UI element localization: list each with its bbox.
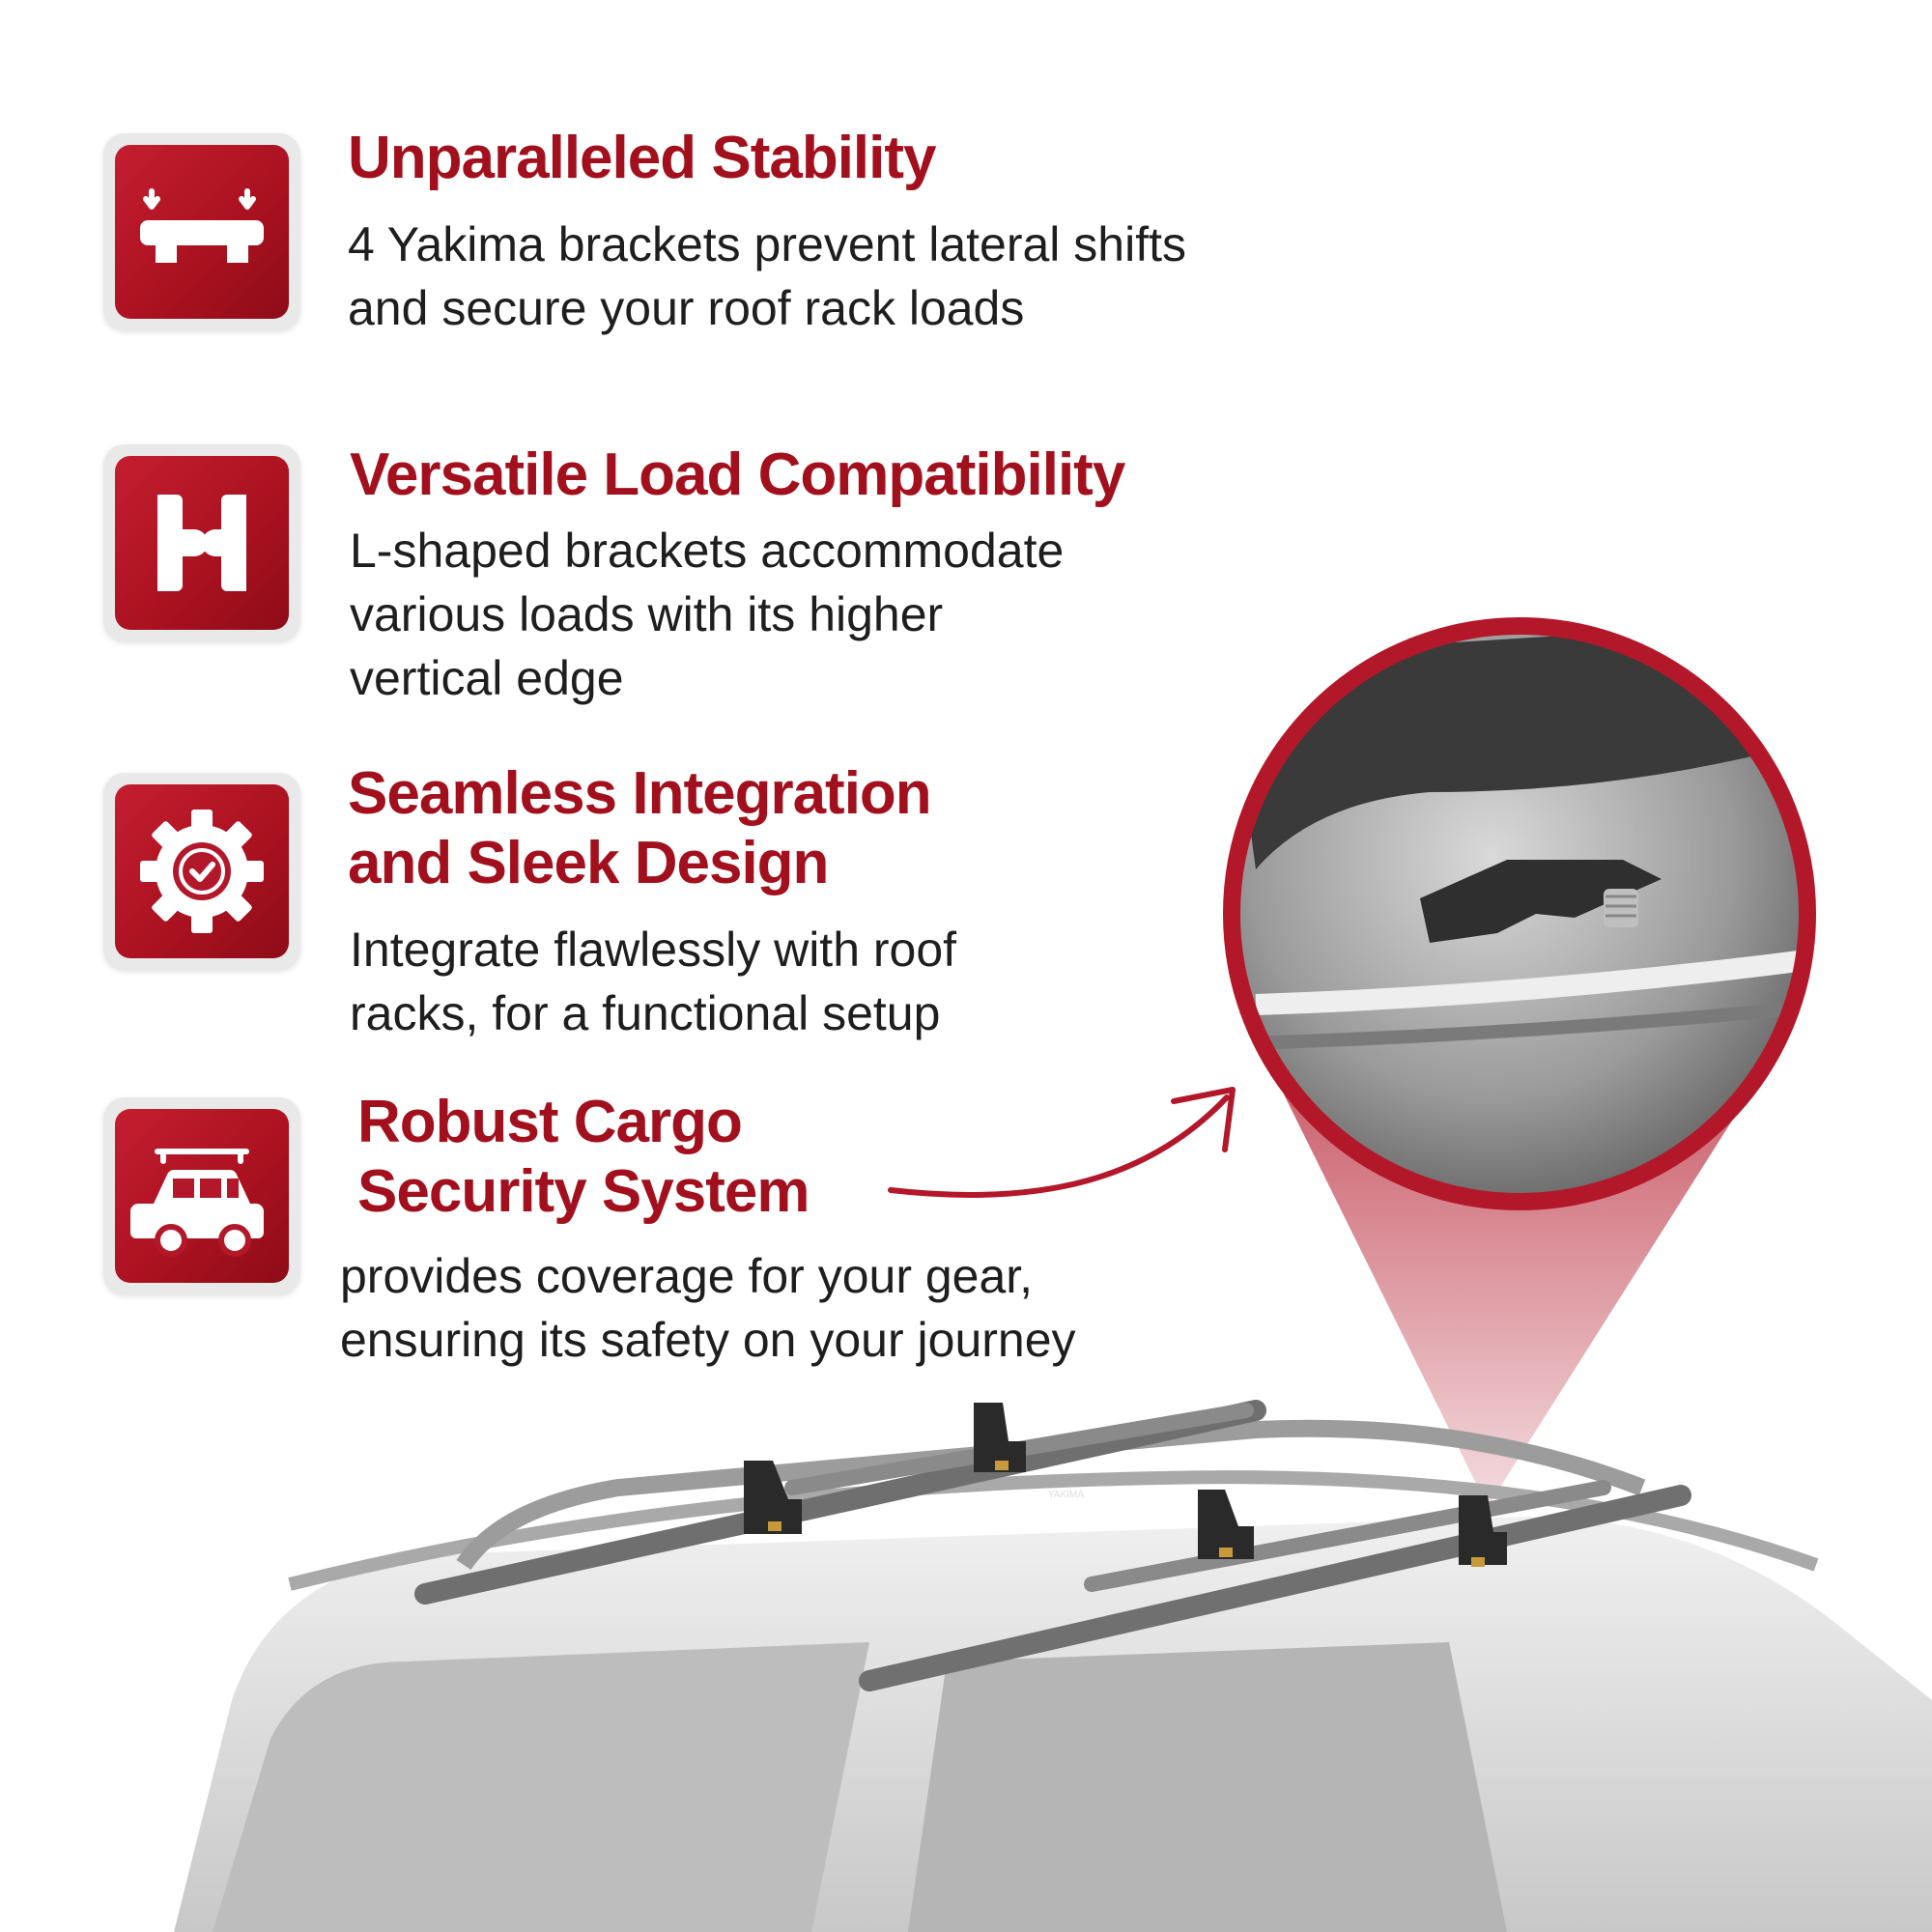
feature-icon-integration: [103, 773, 300, 970]
feature-description-line: and secure your roof rack loads: [348, 281, 1025, 335]
car-roof-image: [174, 1400, 1932, 1932]
feature-icon-security: [103, 1097, 300, 1294]
feature-description-line: vertical edge: [350, 651, 624, 705]
gear-check-icon: [140, 810, 264, 933]
feature-description-line: 4 Yakima brackets prevent lateral shifts: [348, 217, 1186, 271]
feature-description-line: ensuring its safety on your journey: [340, 1313, 1076, 1367]
feature-title-line: Unparalleled Stability: [348, 125, 937, 191]
feature-description: Integrate flawlessly with roof racks, fo…: [350, 918, 956, 1045]
feature-title: Seamless Integration and Sleek Design: [348, 759, 932, 898]
feature-title-line: Robust Cargo: [357, 1089, 743, 1155]
feature-description-line: L-shaped brackets accommodate: [350, 524, 1065, 578]
feature-title: Versatile Load Compatibility: [350, 440, 1125, 510]
l-bracket-icon: [157, 495, 246, 591]
feature-description: 4 Yakima brackets prevent lateral shifts…: [348, 213, 1186, 340]
feature-icon-stability: [103, 133, 300, 330]
zoom-detail-circle: [1223, 617, 1816, 1210]
feature-description-line: various loads with its higher: [350, 587, 944, 641]
feature-title-line: Versatile Load Compatibility: [350, 441, 1125, 508]
arrow-head-icon: [1171, 1087, 1236, 1152]
feature-description-line: provides coverage for your gear,: [340, 1249, 1034, 1303]
feature-description: L-shaped brackets accommodate various lo…: [350, 519, 1064, 710]
feature-title-line: and Sleek Design: [348, 830, 829, 896]
rack-brand-label: YAKIMA: [1048, 1490, 1084, 1500]
feature-title: Robust Cargo Security System: [357, 1088, 810, 1227]
feature-icon-compatibility: [103, 444, 300, 641]
pointer-arrow: [888, 1094, 1230, 1198]
feature-title-line: Security System: [357, 1158, 810, 1225]
feature-title-line: Seamless Integration: [348, 760, 932, 827]
feature-title: Unparalleled Stability: [348, 124, 937, 193]
brackets-down-arrows-icon: [140, 188, 264, 263]
feature-description: provides coverage for your gear, ensurin…: [340, 1244, 1076, 1372]
car-roof-rack-icon: [130, 1149, 264, 1257]
feature-description-line: Integrate flawlessly with roof: [350, 923, 957, 977]
feature-description-line: racks, for a functional setup: [350, 986, 941, 1040]
